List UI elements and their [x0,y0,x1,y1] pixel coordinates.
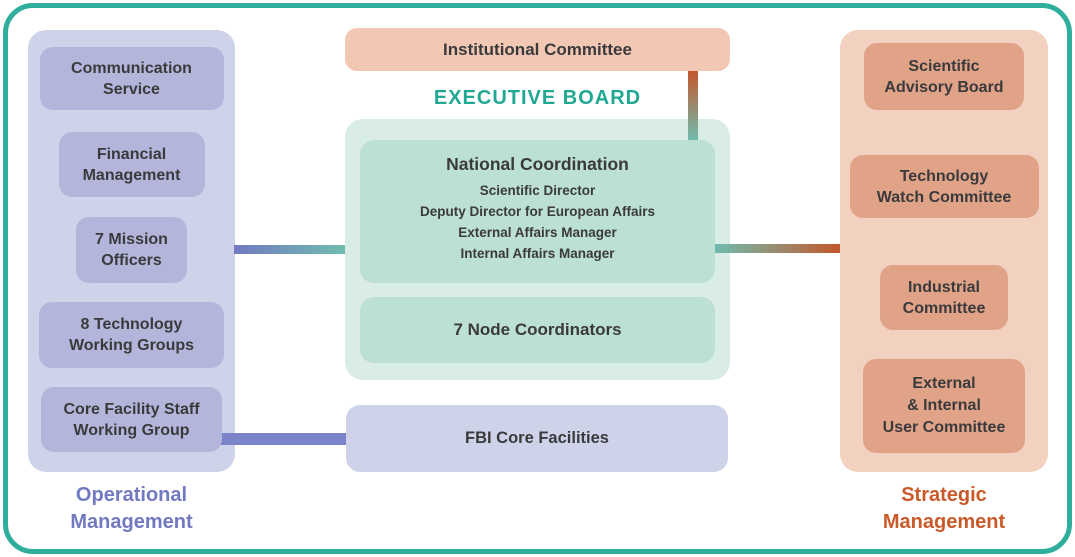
connector-corefacility-fbi [220,433,346,445]
connector-executive-strategic [715,244,840,253]
chart-border-frame [3,3,1072,554]
org-box-industrial-committee: Industrial Committee [880,265,1008,330]
org-box-mission-officers: 7 Mission Officers [76,217,187,283]
connector-operational-executive [234,245,345,254]
national-coordination-title: National Coordination [446,154,629,174]
role-scientific-director: Scientific Director [479,183,596,198]
fbi-core-facilities-box: FBI Core Facilities [346,405,728,472]
role-internal-affairs-manager: Internal Affairs Manager [460,246,615,261]
connector-institutional-executive [688,71,698,141]
institutional-committee-box: Institutional Committee [345,28,730,71]
role-external-affairs-manager: External Affairs Manager [458,225,617,240]
org-box-financial-management: Financial Management [58,132,205,197]
national-coordination-box: National Coordination Scientific Directo… [360,140,715,283]
org-box-external-internal-user-committee: External & Internal User Committee [863,359,1025,453]
org-box-scientific-advisory-board: Scientific Advisory Board [864,43,1024,110]
org-box-technology-watch-committee: Technology Watch Committee [849,155,1039,218]
org-box-technology-working-groups: 8 Technology Working Groups [39,302,224,368]
org-box-core-facility-staff: Core Facility Staff Working Group [41,387,222,452]
operational-management-label: Operational Management [70,484,193,533]
executive-board-title: EXECUTIVE BOARD [433,87,642,109]
strategic-column: Scientific Advisory Board Technology Wat… [840,30,1048,472]
node-coordinators-box: 7 Node Coordinators [360,297,715,363]
role-deputy-director: Deputy Director for European Affairs [419,204,656,219]
strategic-management-label: Strategic Management [882,484,1006,533]
operational-column: Communication Service Financial Manageme… [28,30,235,472]
org-box-communication-service: Communication Service [39,47,224,110]
